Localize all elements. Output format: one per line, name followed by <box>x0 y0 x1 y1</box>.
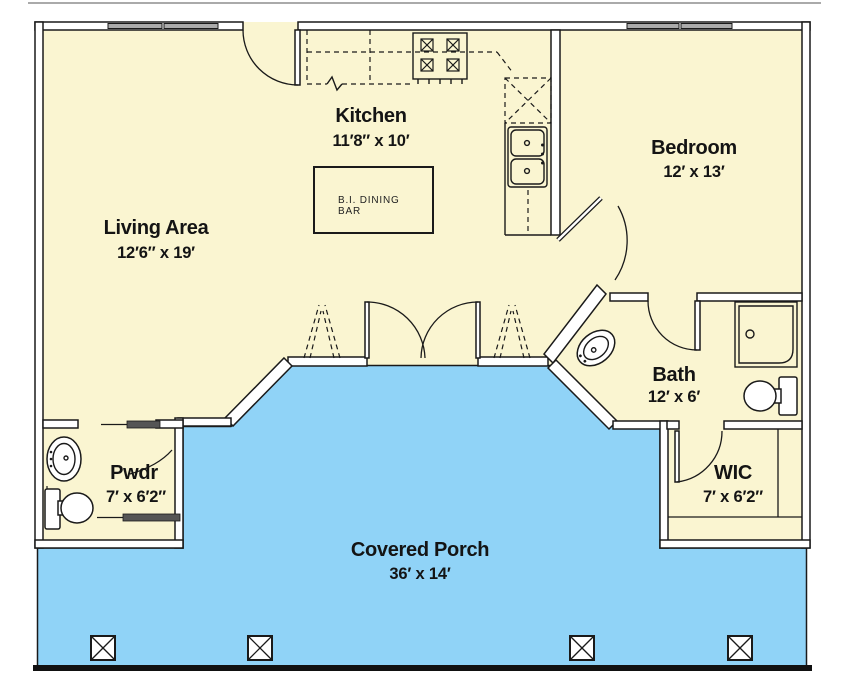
top-wall-right <box>297 21 811 31</box>
stove-front-ticks <box>417 79 463 84</box>
living-area-label: Living Area <box>104 217 210 239</box>
bath-door-leaf <box>694 300 701 351</box>
french-door-leaf-right <box>475 301 481 359</box>
casement-window-right <box>493 304 531 359</box>
porch-top-wall-left <box>177 417 232 427</box>
bedroom-window-2 <box>680 23 733 29</box>
kitchen-sink <box>507 126 548 188</box>
kitchen-fixtures: B.I. DINING BAR <box>306 30 552 236</box>
pwdr-shelf-bar <box>122 513 181 522</box>
porch-column <box>569 635 595 661</box>
french-door-swing-left <box>366 301 426 359</box>
pwdr-dims: 7′ x 6′2″ <box>106 488 166 506</box>
pwdr-bottom-wall <box>34 539 184 549</box>
covered-porch-label: Covered Porch <box>351 539 489 561</box>
pwdr-right-wall <box>174 417 184 549</box>
bath-north-wall-left <box>609 292 649 302</box>
kitchen-bedroom-wall <box>550 29 561 236</box>
bedroom-door-leaf-core <box>557 197 602 241</box>
porch-front-edge <box>33 665 812 671</box>
wic-label: WIC <box>714 462 752 484</box>
bedroom-door-swing <box>614 205 628 281</box>
wic-dims: 7′ x 6′2″ <box>703 488 763 506</box>
upper-cabinet-diag <box>496 51 514 74</box>
doors <box>97 29 723 522</box>
kitchen-label: Kitchen <box>335 105 406 127</box>
wic-bottom-wall <box>659 539 811 549</box>
right-exterior-wall <box>801 21 811 549</box>
wic-door-swing <box>676 430 723 483</box>
stove-burners <box>420 38 460 72</box>
island-label-line1: B.I. DINING <box>338 195 400 206</box>
entry-door-leaf <box>294 29 301 86</box>
bath-door-swing <box>647 300 698 351</box>
bedroom-dims: 12′ x 13′ <box>663 163 724 181</box>
island-label-line2: BAR <box>338 206 361 217</box>
living-area-dims: 12′6″ x 19′ <box>117 244 195 262</box>
living-window-2 <box>163 23 219 29</box>
porch-column <box>90 635 116 661</box>
bath-north-wall-right <box>696 292 803 302</box>
windows <box>107 23 733 359</box>
wic-left-wall <box>659 420 669 549</box>
room-labels: Living Area 12′6″ x 19′ Kitchen 11′8″ x … <box>104 105 764 583</box>
walls <box>34 21 811 549</box>
pwdr-toilet <box>44 488 94 530</box>
porch-top-wall-right <box>612 420 668 430</box>
entry-door-swing <box>242 29 299 86</box>
porch-column <box>247 635 273 661</box>
pwdr-label: Pwdr <box>110 462 158 484</box>
french-door-leaf-left <box>364 301 370 359</box>
wic-shelving <box>668 429 802 518</box>
pwdr-top-wall-stub-left <box>42 419 79 429</box>
french-door-swing-right <box>420 301 479 359</box>
bath-label: Bath <box>652 364 695 386</box>
kitchen-dims: 11′8″ x 10′ <box>333 132 410 150</box>
porch-diagonal-wall-left <box>223 356 294 428</box>
rear-living-wall-left <box>287 356 368 367</box>
porch-columns <box>90 635 753 661</box>
covered-porch-dims: 36′ x 14′ <box>389 565 450 583</box>
bath-dims: 12′ x 6′ <box>648 388 700 406</box>
rear-living-wall-right <box>477 356 549 367</box>
living-window-1 <box>107 23 163 29</box>
bath-fixtures <box>576 301 798 416</box>
porch-column <box>727 635 753 661</box>
wic-top-wall-stub <box>666 420 680 430</box>
left-exterior-wall <box>34 21 44 549</box>
pwdr-pocket-door <box>126 420 161 429</box>
corner-cabinet <box>504 77 552 124</box>
bedroom-label: Bedroom <box>651 137 737 159</box>
casement-window-left <box>303 304 341 359</box>
bath-toilet <box>743 376 798 416</box>
pwdr-door-swing <box>129 449 173 475</box>
bedroom-window-1 <box>626 23 680 29</box>
counter-break-mark <box>326 75 343 92</box>
wic-door-leaf <box>674 430 680 483</box>
bath-south-wall <box>723 420 803 430</box>
shower <box>734 301 798 368</box>
bath-sink <box>576 329 616 367</box>
island <box>313 166 434 234</box>
pwdr-fixtures <box>44 436 94 530</box>
pwdr-sink <box>46 436 82 482</box>
